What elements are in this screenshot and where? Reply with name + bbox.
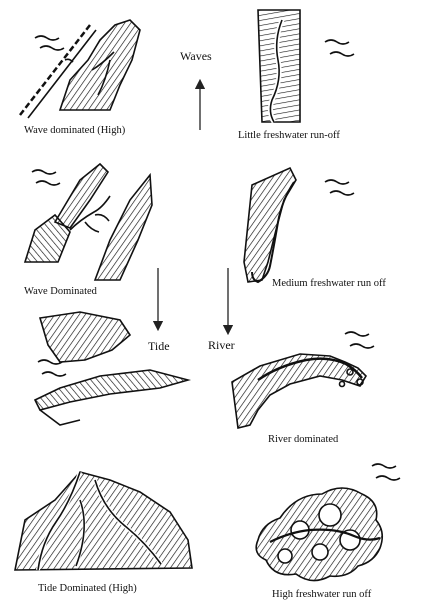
sketch-tide-panel (35, 312, 188, 425)
sketch-river-dominated (232, 332, 374, 428)
caption-tide-dominated-high: Tide Dominated (High) (38, 584, 137, 595)
waves-arrow-label: Waves (180, 50, 212, 62)
tide-arrow-label: Tide (148, 340, 170, 352)
sketch-wave-dominated (25, 164, 152, 280)
caption-medium-freshwater-run-off: Medium freshwater run off (272, 279, 386, 290)
sketch-wave-dominated-high (20, 20, 140, 118)
caption-wave-dominated-high: Wave dominated (High) (24, 126, 125, 137)
arrows (158, 84, 228, 330)
caption-wave-dominated: Wave Dominated (24, 287, 97, 298)
sketch-medium-freshwater-run-off (244, 168, 354, 282)
river-arrow-label: River (208, 339, 235, 351)
caption-little-freshwater-run-off: Little freshwater run-off (238, 131, 340, 142)
sketch-tide-dominated-high (15, 472, 192, 570)
sketch-high-freshwater-run-off (256, 464, 400, 581)
caption-river-dominated: River dominated (268, 435, 338, 446)
caption-high-freshwater-run-off: High freshwater run off (272, 590, 371, 601)
sketch-little-freshwater-run-off (258, 10, 354, 122)
